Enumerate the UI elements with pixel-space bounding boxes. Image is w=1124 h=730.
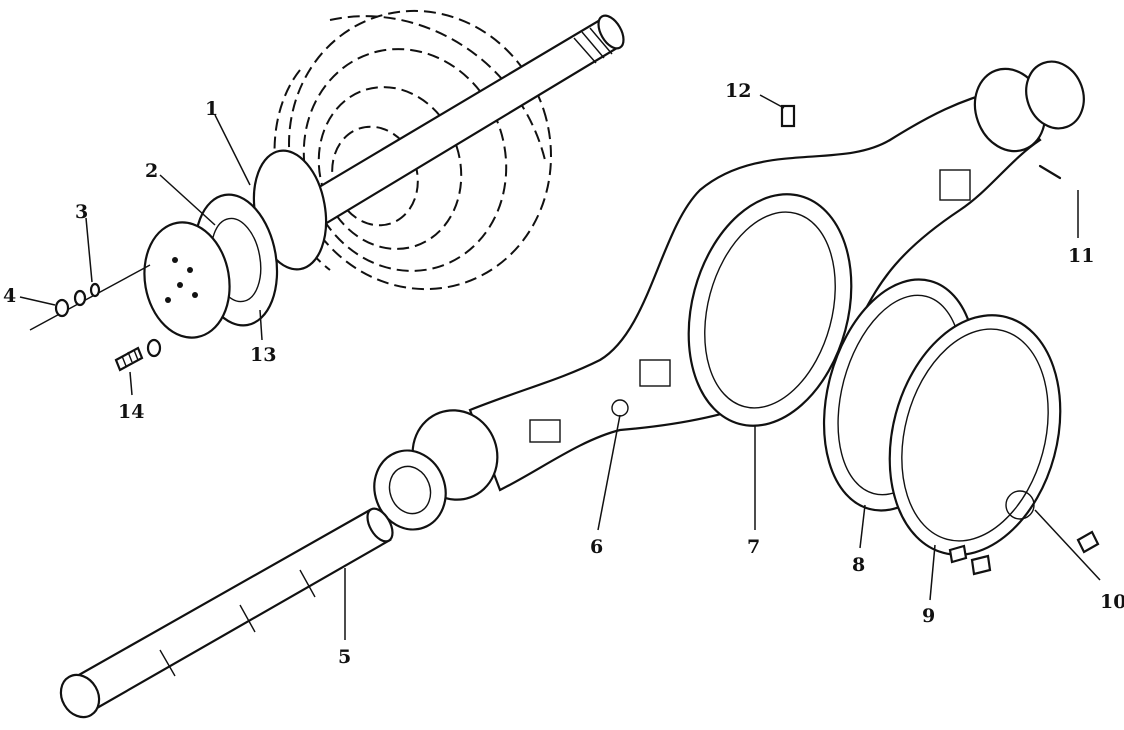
callout-14: 14 [118, 401, 144, 423]
callout-10: 10 [1100, 591, 1124, 613]
differential-cover [888, 314, 1062, 556]
callout-8: 8 [852, 554, 865, 576]
callout-2: 2 [145, 160, 158, 182]
callout-4: 4 [3, 285, 16, 307]
wheel-flange [143, 221, 231, 339]
callout-9: 9 [922, 605, 935, 627]
leader-lines [19, 94, 1101, 640]
callout-6: 6 [590, 536, 603, 558]
callout-13: 13 [250, 344, 276, 366]
filler-plug [1076, 530, 1100, 554]
callout-labels: 1 2 3 4 5 6 7 8 9 10 11 12 13 14 [3, 80, 1124, 668]
drain-bolts [948, 544, 992, 576]
vent-plug [780, 104, 796, 128]
callout-1: 1 [205, 98, 218, 120]
stud-bolt [114, 338, 162, 372]
nut-and-washer [29, 264, 151, 331]
callout-7: 7 [747, 536, 760, 558]
breather-bolt [1038, 164, 1062, 180]
axle-tube [59, 507, 394, 719]
callout-12: 12 [725, 80, 751, 102]
callout-11: 11 [1068, 245, 1094, 267]
callout-3: 3 [75, 201, 88, 223]
axle-housing [373, 60, 1085, 531]
callout-5: 5 [338, 646, 351, 668]
